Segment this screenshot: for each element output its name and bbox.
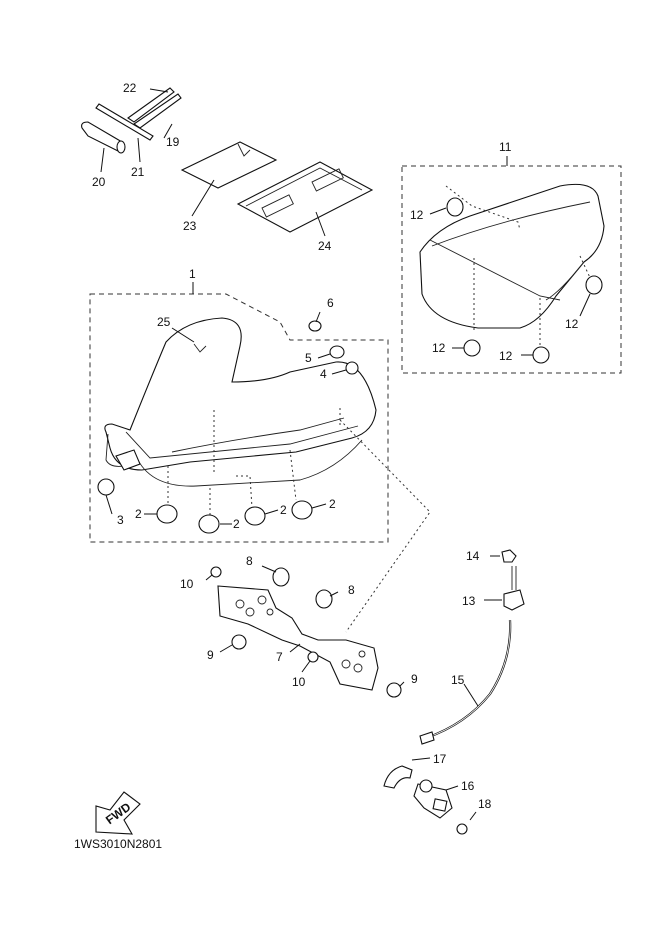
owners-manual-24 [236,161,374,233]
tool-bag-23 [180,141,278,189]
damper-3 [97,478,115,496]
damper-9 [231,634,247,650]
callout-2: 2 [280,503,287,517]
bolt-10 [210,566,222,578]
callout-6: 6 [327,296,334,310]
callout-8: 8 [348,583,355,597]
bracket-7 [217,585,379,691]
screw-18 [456,823,468,835]
callout-15: 15 [451,673,465,687]
callout-24: 24 [318,239,332,253]
callout-5: 5 [305,351,312,365]
callout-17: 17 [433,752,447,766]
damper-2 [244,506,266,526]
bolt-6 [308,320,322,332]
callout-1: 1 [189,267,196,281]
damper-12 [532,346,550,364]
assembly-box-11 [401,165,622,374]
callout-9: 9 [207,648,214,662]
seat-lock-group [383,549,525,835]
callout-12: 12 [432,341,446,355]
tool-kit-group [81,87,374,233]
callout-4: 4 [320,367,327,381]
callout-2: 2 [329,497,336,511]
callout-21: 21 [131,165,145,179]
bolt-10 [307,651,319,663]
damper-9 [386,682,402,698]
bracket-17 [383,765,413,789]
callout-16: 16 [461,779,475,793]
seat-lock-cable-15 [425,619,512,740]
nut-14 [501,549,517,563]
callout-10: 10 [180,577,194,591]
damper-2 [156,504,178,524]
rider-seat-1 [104,317,377,471]
hex-wrench-22 [127,87,175,123]
grommet-4 [345,361,359,375]
rider-seat-group [89,282,389,543]
damper-12 [446,197,464,217]
damper-8 [315,589,333,609]
damper-2 [198,514,220,534]
bracket-assembly [205,419,431,698]
callout-9: 9 [411,672,418,686]
callout-18: 18 [478,797,492,811]
callout-22: 22 [123,81,137,95]
collar-5 [329,345,345,359]
callout-2: 2 [233,517,240,531]
callout-2: 2 [135,507,142,521]
callout-25: 25 [157,315,171,329]
cable-holder-13 [503,589,525,611]
callout-19: 19 [166,135,180,149]
passenger-seat-group [401,156,622,374]
callout-10: 10 [292,675,306,689]
callout-12: 12 [565,317,579,331]
callout-12: 12 [410,208,424,222]
screwdriver-shaft-21 [95,103,154,141]
callout-12: 12 [499,349,513,363]
handle-end-cap [116,140,126,154]
callout-13: 13 [462,594,476,608]
tool-kit-leaders [100,88,326,237]
callout-3: 3 [117,513,124,527]
fwd-arrow: FWD [95,791,141,835]
callout-14: 14 [466,549,480,563]
callout-11: 11 [499,140,512,154]
callout-20: 20 [92,175,106,189]
callout-8: 8 [246,554,253,568]
callout-23: 23 [183,219,197,233]
seat-fasteners [308,311,359,375]
diagram-code: 1WS3010N2801 [74,837,162,851]
damper-8 [272,567,290,587]
callout-numbers: 1 2 2 2 2 3 4 5 6 7 8 8 9 9 10 10 11 12 … [92,81,579,811]
callout-7: 7 [276,650,283,664]
passenger-seat-11 [419,183,605,329]
damper-12 [585,275,603,295]
damper-12 [463,339,481,357]
damper-2 [291,500,313,520]
assembly-box-1 [89,293,389,543]
